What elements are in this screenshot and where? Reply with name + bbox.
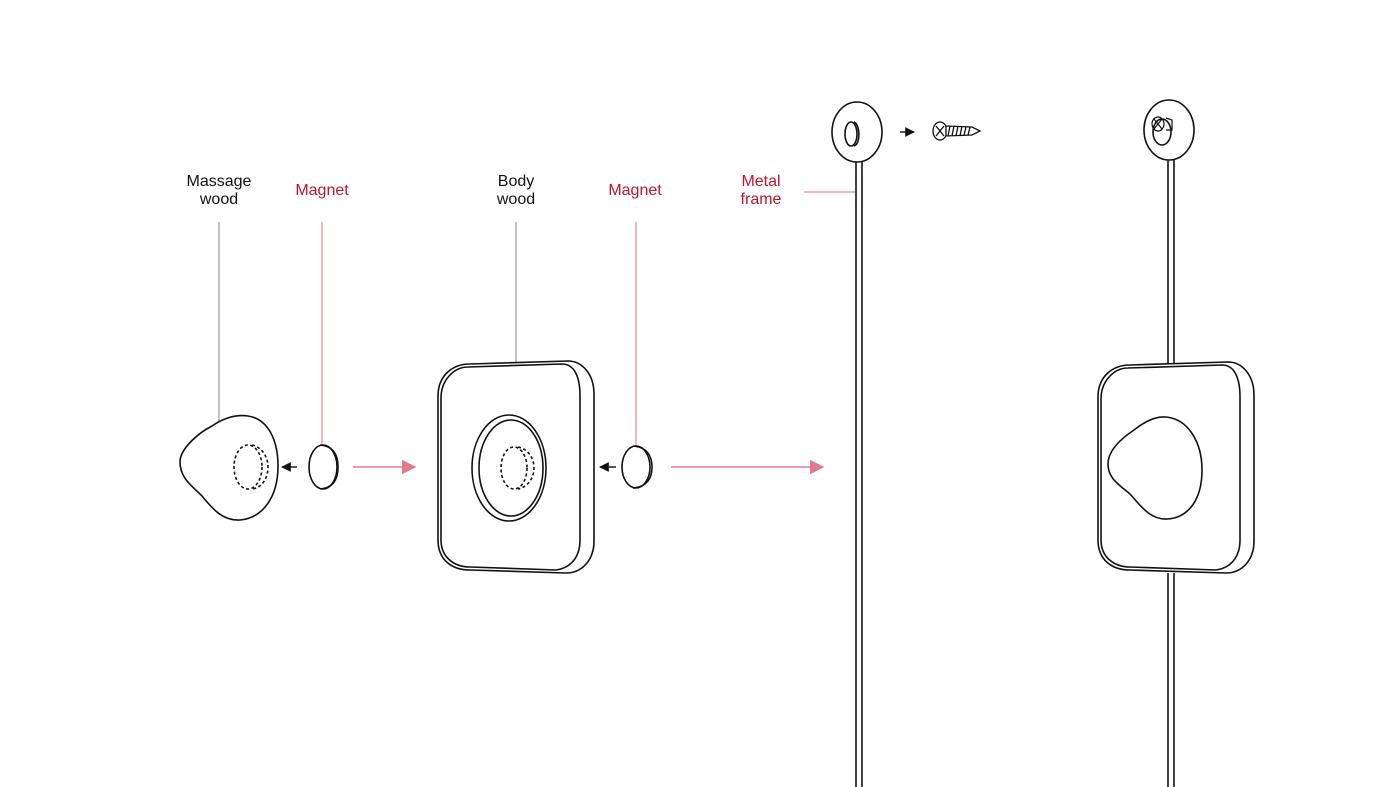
body-wood-shape xyxy=(437,360,595,574)
label-metal-frame: Metal frame xyxy=(740,173,782,208)
label-magnet-2: Magnet xyxy=(608,182,662,199)
massage-wood-shape xyxy=(179,414,279,521)
label-magnet-1: Magnet xyxy=(295,182,349,199)
label-massage-wood: Massage wood xyxy=(186,173,252,208)
label-body-wood: Body wood xyxy=(496,173,536,208)
magnet-1-shape xyxy=(308,444,339,490)
final-assembly-body xyxy=(1097,361,1255,574)
metal-frame-rod xyxy=(855,162,863,787)
screw-icon xyxy=(932,121,982,141)
metal-frame-ring xyxy=(831,101,883,163)
final-frame-ring xyxy=(1143,99,1195,161)
magnet-2-shape xyxy=(621,445,653,489)
final-frame-rod xyxy=(1167,160,1175,787)
